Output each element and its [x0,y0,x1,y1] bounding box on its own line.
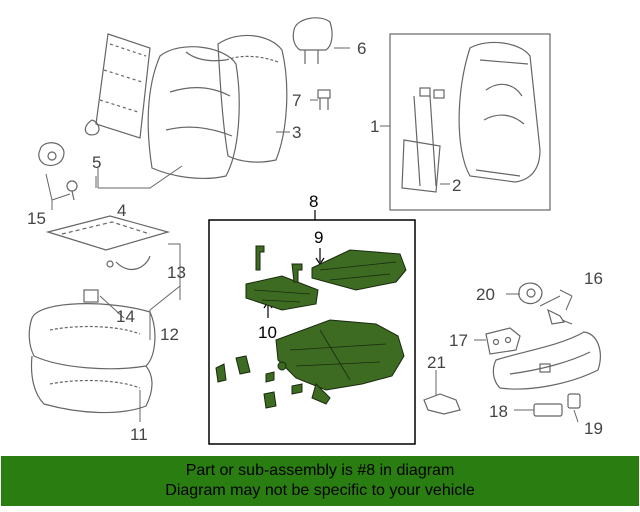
knob-part-20 [518,282,543,305]
callout-8: 8 [309,192,318,211]
callout-17: 17 [449,331,468,350]
switch-part-17 [485,327,521,355]
callout-7: 7 [292,91,301,110]
callout-3: 3 [292,123,301,142]
leader-lines [45,47,579,423]
callout-5: 5 [92,153,101,172]
cover-part-18 [533,403,563,417]
callout-11: 11 [130,425,148,444]
callout-14: 14 [116,307,135,326]
clip-part-14 [83,289,99,303]
callout-6: 6 [357,39,366,58]
cushion-heater-pad [45,215,171,271]
seatback-cover [147,46,240,179]
callout-20: 20 [476,285,495,304]
seat-side-cover [492,331,601,390]
headrest-guide [317,89,331,110]
callout-21: 21 [427,353,446,372]
seatback-pad-sheet [84,33,151,139]
parts-diagram: 6 7 3 1 2 5 4 15 13 14 12 11 20 16 17 21… [27,17,603,445]
highlighted-assembly-8: 8 9 10 [208,192,416,445]
callout-1: 1 [370,117,379,136]
callout-13: 13 [167,263,186,282]
seatback-frame-box [389,33,551,211]
banner-line-2: Diagram may not be specific to your vehi… [165,482,475,499]
seatback-cover-rear [217,34,288,163]
part-19 [567,393,581,409]
callout-2: 2 [452,176,461,195]
callout-9: 9 [314,228,323,247]
seatback-frame [401,41,541,193]
banner-line-1: Part or sub-assembly is #8 in diagram [185,462,455,479]
callout-10: 10 [258,323,277,342]
seat-cushion [28,303,156,414]
bracket-part-21 [423,393,461,415]
bolt-part-16 [547,308,573,325]
callout-18: 18 [489,402,508,421]
callout-12: 12 [160,325,179,344]
callout-15: 15 [27,209,46,228]
callout-19: 19 [584,419,603,438]
callout-16: 16 [584,269,603,288]
info-banner: Part or sub-assembly is #8 in diagram Di… [1,456,639,506]
bracket-part-15 [38,142,78,201]
headrest [292,17,333,64]
callout-4: 4 [117,201,126,220]
assembly-8-box [208,219,416,445]
